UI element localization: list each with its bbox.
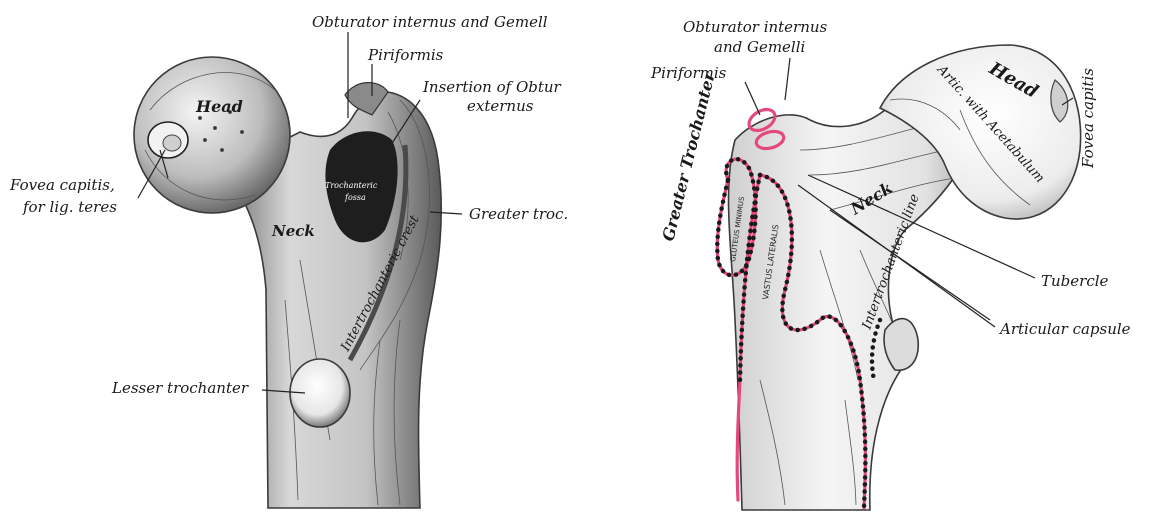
label-greater-trochanter-left: Greater troc. — [469, 205, 568, 223]
right-femur: Obturator internus and Gemelli Piriformi… — [650, 18, 1131, 510]
label-trochanteric-fossa-1: Trochanteric — [325, 181, 378, 190]
label-fovea-capitis-right: Fovea capitis — [1079, 68, 1097, 169]
label-obturator-internus-right-1: Obturator internus — [683, 18, 828, 36]
label-neck-left: Neck — [271, 222, 315, 240]
label-fovea-capitis-left: Fovea capitis, — [9, 176, 115, 194]
label-obturator-internus-right-2: and Gemelli — [714, 38, 806, 56]
label-trochanteric-fossa-2: fossa — [344, 193, 366, 202]
label-head-left: Head — [195, 97, 243, 116]
label-fovea-lig-teres: for lig. teres — [22, 198, 117, 216]
right-femur-body — [728, 103, 975, 510]
label-piriformis-left: Piriformis — [367, 46, 444, 64]
left-femur: Obturator internus and Gemell Piriformis… — [9, 13, 568, 508]
label-tubercle: Tubercle — [1041, 272, 1109, 290]
label-greater-trochanter-right: Greater Trochanter — [658, 69, 719, 243]
label-articular-capsule: Articular capsule — [998, 320, 1131, 338]
label-obturator-internus: Obturator internus and Gemell — [312, 13, 548, 31]
label-insertion-obturator: Insertion of Obtur — [422, 78, 562, 96]
label-lesser-trochanter: Lesser trochanter — [111, 379, 249, 397]
label-insertion-externus: externus — [467, 97, 534, 115]
